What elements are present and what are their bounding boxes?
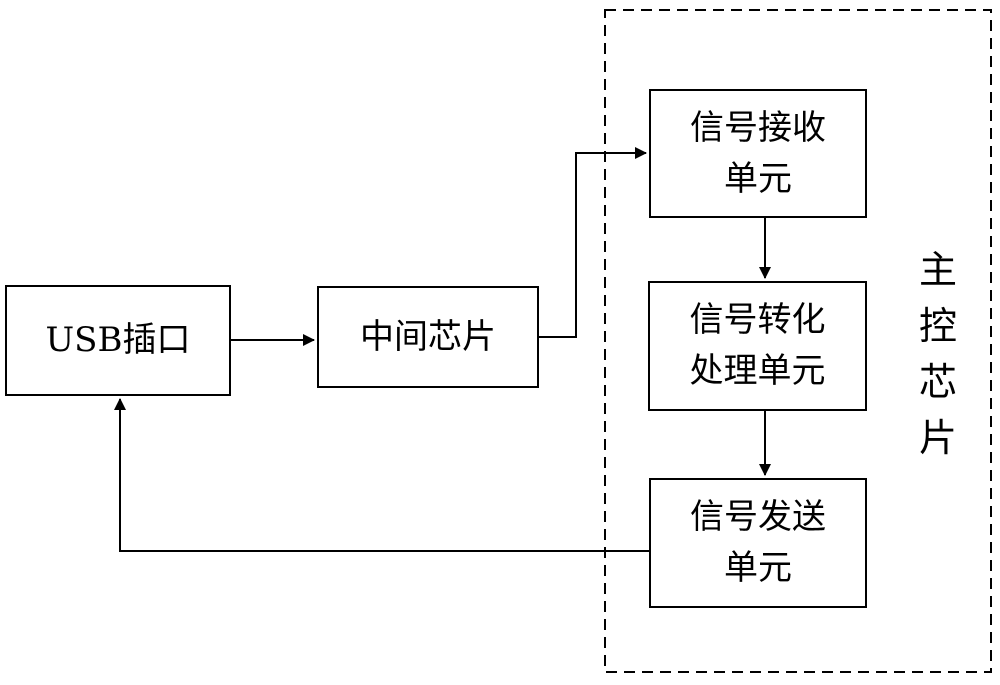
- signal-receive-unit-box: 信号接收 单元: [649, 89, 867, 218]
- arrow-middle-to-receive: [539, 147, 647, 338]
- signal-send-unit-box: 信号发送 单元: [649, 478, 867, 608]
- main-chip-boundary: [604, 9, 992, 673]
- signal-conversion-unit-box: 信号转化 处理单元: [648, 281, 867, 411]
- signal-send-unit-label-line1: 信号发送: [690, 497, 826, 537]
- usb-port-label: USB插口: [45, 320, 191, 360]
- signal-conversion-unit-label-line2: 处理单元: [689, 351, 826, 391]
- main-chip-char-1: 主: [918, 248, 957, 292]
- signal-receive-unit-label-line2: 单元: [724, 158, 792, 199]
- signal-send-unit-label-line2: 单元: [724, 548, 792, 588]
- main-chip-char-3: 芯: [918, 360, 957, 404]
- usb-port-box: USB插口: [5, 285, 231, 396]
- signal-conversion-unit-label-line1: 信号转化: [689, 300, 826, 340]
- arrow-send-to-usb: [114, 398, 649, 552]
- main-chip-char-4: 片: [918, 416, 957, 460]
- middle-chip-box: 中间芯片: [317, 286, 539, 388]
- main-chip-label: 主 控 芯 片: [913, 242, 963, 466]
- signal-receive-unit-label-line1: 信号接收: [690, 107, 826, 148]
- middle-chip-label: 中间芯片: [360, 316, 496, 357]
- main-chip-char-2: 控: [918, 304, 957, 348]
